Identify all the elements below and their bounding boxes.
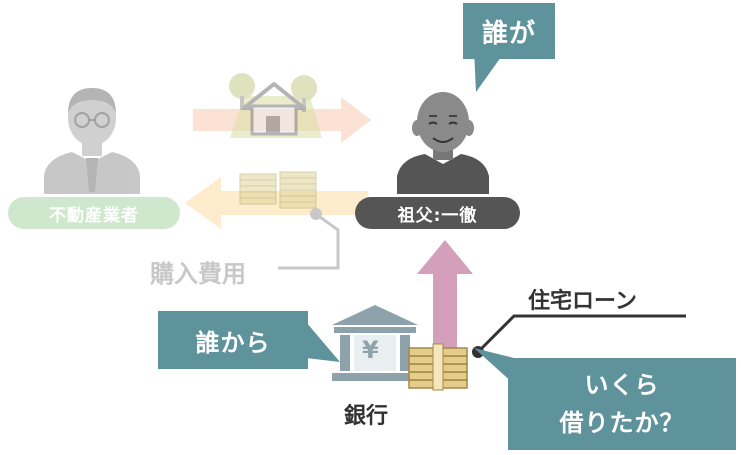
how-much-line1: いくら [584,371,660,399]
yen-sign: ¥ [362,336,379,364]
loan-up-arrow [417,240,473,356]
mortgage-leader-line [472,314,686,358]
property-house-icon [229,73,322,138]
mortgage-label: 住宅ローン [528,289,637,314]
how-much-callout-tail [474,348,514,384]
realtor-label-text: 不動産業者 [49,205,139,226]
grandfather-label-text: 祖父:一徹 [397,205,478,226]
bank-label: 銀行 [344,404,389,429]
purchase-cost-leader-line [278,208,340,270]
loan-cash-stack-icon [408,343,468,391]
realtor-person-icon [44,88,140,194]
who-callout: 誰が [463,3,555,59]
bank-building-icon [332,305,418,381]
how-much-callout: いくら 借りたか？ [508,358,736,450]
grandfather-label: 祖父:一徹 [355,197,520,229]
how-much-line2: 借りたか？ [559,409,685,437]
cash-stack-icon [239,171,317,209]
from-whom-callout: 誰から [158,311,308,369]
who-callout-text: 誰が [481,18,536,49]
grandfather-person-icon [397,92,489,194]
who-callout-tail [474,50,506,92]
purchase-cost-label: 購入費用 [150,260,246,288]
from-whom-callout-tail [306,322,340,362]
from-whom-callout-text: 誰から [195,328,271,357]
realtor-label: 不動産業者 [8,197,180,229]
